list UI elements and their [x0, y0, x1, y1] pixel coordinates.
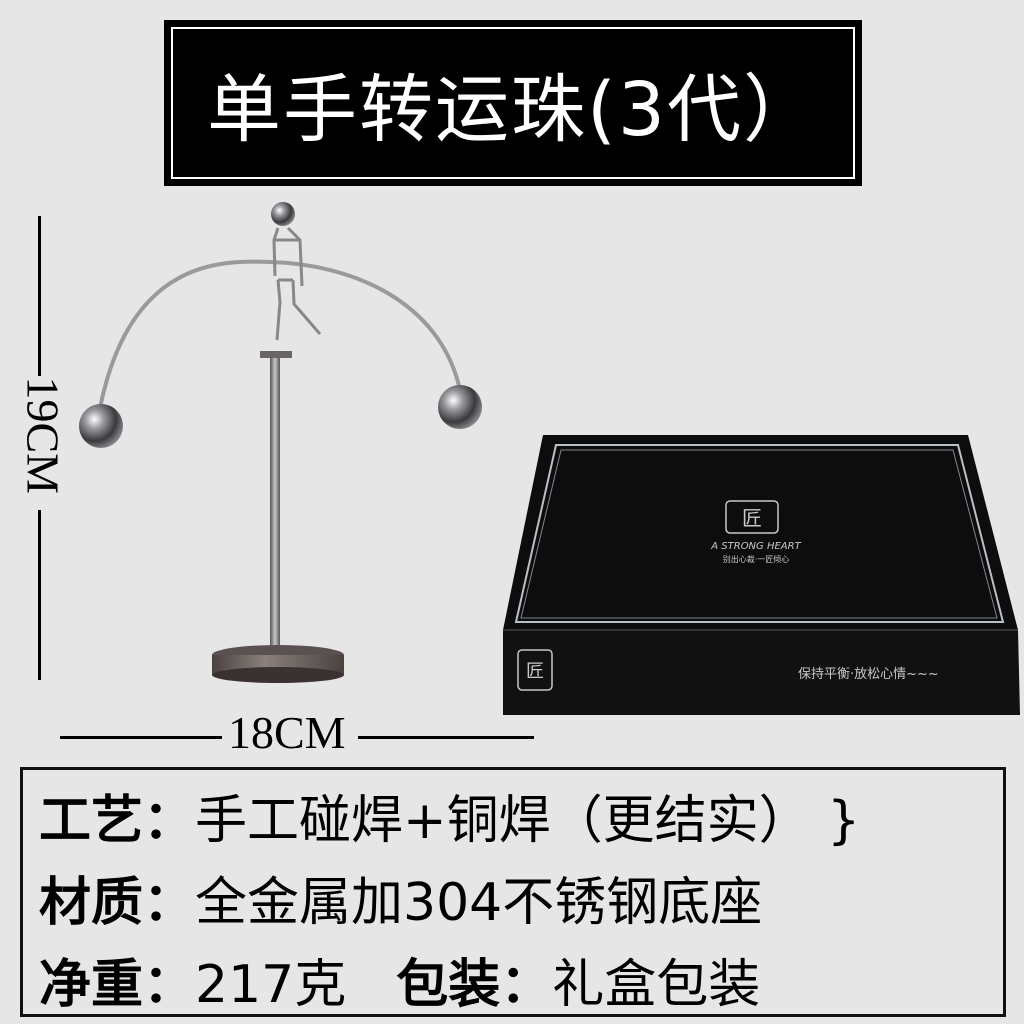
- spec-row-material: 材质：全金属加304不锈钢底座: [39, 860, 762, 935]
- height-dimension-line-bottom: [38, 510, 41, 680]
- craft-value: 手工碰焊+铜焊（更结实）: [195, 791, 811, 851]
- material-label: 材质：: [39, 873, 196, 933]
- balance-toy-image: [79, 202, 482, 683]
- box-front-logo-frame: [517, 649, 553, 691]
- box-front-logo-char: 匠: [526, 661, 544, 682]
- weight-value: 217克: [195, 955, 347, 1015]
- box-logo-char: 匠: [742, 506, 762, 530]
- height-dimension-line-top: [38, 216, 41, 376]
- specs-panel: 工艺：手工碰焊+铜焊（更结实） } 材质：全金属加304不锈钢底座 净重：217…: [20, 767, 1006, 1017]
- box-chinese-tagline: 别出心裁·一匠倾心: [723, 554, 790, 564]
- width-dimension-label: 18CM: [228, 707, 346, 758]
- right-ball: [438, 385, 482, 429]
- box-side-text: 保持平衡·放松心情~~~: [798, 667, 939, 682]
- box-english-tagline: A STRONG HEART: [710, 541, 801, 552]
- title-inner-border: 单手转运珠(3代）: [171, 27, 855, 179]
- weight-label: 净重：: [39, 955, 196, 1015]
- material-value: 全金属加304不锈钢底座: [195, 873, 763, 933]
- width-dimension-line-left: [60, 736, 222, 739]
- craft-label: 工艺：: [39, 791, 196, 851]
- gift-box-image: 匠 A STRONG HEART 别出心裁·一匠倾心 匠 保持平衡·放松心情~~…: [503, 435, 1020, 715]
- packaging-label: 包装：: [396, 955, 553, 1015]
- title-banner: 单手转运珠(3代）: [164, 20, 862, 186]
- spec-row-craft: 工艺：手工碰焊+铜焊（更结实） }: [39, 791, 861, 851]
- product-title: 单手转运珠(3代）: [207, 66, 819, 153]
- spec-row-weight-packaging: 净重：217克包装：礼盒包装: [39, 942, 760, 1017]
- packaging-value: 礼盒包装: [552, 955, 761, 1015]
- width-dimension-line-right: [358, 736, 534, 739]
- box-logo-frame: [725, 500, 779, 534]
- left-ball: [79, 404, 123, 448]
